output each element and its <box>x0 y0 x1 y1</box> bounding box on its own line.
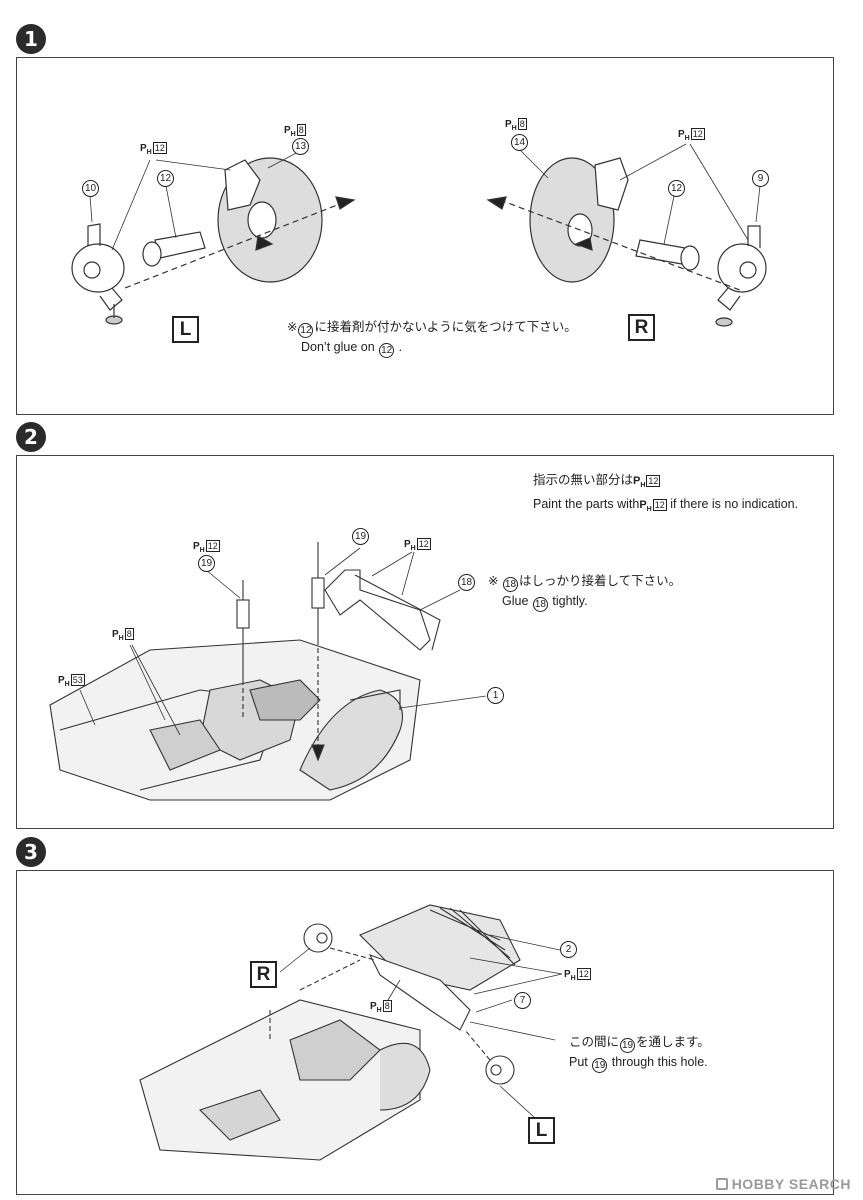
step-1-badge: 1 <box>16 24 46 54</box>
note-jp-pre: この間に <box>569 1035 620 1049</box>
part-18-ref: 18 <box>532 597 548 612</box>
ph-letter: PH <box>633 475 646 490</box>
ph8-number: 8 <box>382 1000 392 1012</box>
ph-letter: P <box>505 119 512 130</box>
part-1-label: 1 <box>487 687 504 704</box>
part-12-label-right: 12 <box>668 180 685 197</box>
left-side-label: L <box>172 316 199 343</box>
ph-letter: P <box>140 143 147 154</box>
paint-note-jp-text: 指示の無い部分は <box>533 473 634 487</box>
right-side-label-step3: R <box>250 961 277 988</box>
ph8-number: 8 <box>124 628 134 640</box>
ph-sub: H <box>684 135 690 142</box>
note-mark: ※ <box>287 320 298 334</box>
part-7-label: 7 <box>514 992 531 1009</box>
ph-letter: P <box>678 129 685 140</box>
ph12-number: 12 <box>690 128 705 140</box>
part-19-label-right: 19 <box>352 528 369 545</box>
paint-note-en-post: if there is no indication. <box>670 497 799 512</box>
part-18-ref: 18 <box>502 577 518 592</box>
ph12-number: 12 <box>652 499 667 512</box>
note-mark: ※ <box>488 574 499 588</box>
part-18-label: 18 <box>458 574 475 591</box>
note-jp-post: を通します。 <box>636 1035 710 1049</box>
ph8-number: 8 <box>296 124 306 136</box>
note-en-post: through this hole. <box>611 1055 708 1069</box>
part-14-label: 14 <box>511 134 528 151</box>
watermark: HOBBY SEARCH <box>715 1176 851 1192</box>
step-1-panel <box>16 57 834 415</box>
part-19-ref: 19 <box>592 1058 608 1073</box>
step-3-note-en: Put 19 through this hole. <box>569 1053 710 1073</box>
part-19-label: 19 <box>198 555 215 572</box>
glue-note-jp-text: はしっかり接着して下さい。 <box>518 574 682 588</box>
part-12-ref: 12 <box>298 323 314 338</box>
part-13-label: 13 <box>292 138 309 155</box>
ph-letter: P <box>284 125 291 136</box>
glue-note-en-pre: Glue <box>502 594 529 608</box>
ph8-number: 8 <box>517 118 527 130</box>
part-12-label: 12 <box>157 170 174 187</box>
step-3-badge: 3 <box>16 837 46 867</box>
watermark-text: HOBBY SEARCH <box>731 1176 851 1192</box>
right-side-label: R <box>628 314 655 341</box>
note-en-pre: Put <box>569 1055 588 1069</box>
step-2-badge: 2 <box>16 422 46 452</box>
ph12-number: 12 <box>646 475 661 487</box>
ph-sub: H <box>511 125 517 132</box>
step-1-note-en: Don’t glue on 12 . <box>301 340 403 358</box>
left-side-label-step3: L <box>528 1117 555 1144</box>
part-2-label: 2 <box>560 941 577 958</box>
ph12-number: 12 <box>205 540 220 552</box>
glue-note-en-post: tightly. <box>552 594 588 608</box>
part-10-label: 10 <box>82 180 99 197</box>
part-19-ref: 19 <box>620 1038 636 1053</box>
ph12-number: 12 <box>576 968 591 980</box>
watermark-logo-icon <box>715 1178 728 1190</box>
note-en-text: Don’t glue on <box>301 340 375 354</box>
note-jp-text: に接着剤が付かないように気をつけて下さい。 <box>314 320 577 334</box>
ph53-number: 53 <box>70 674 85 686</box>
paint-note-en-pre: Paint the parts with <box>533 497 640 512</box>
part-12-ref: 12 <box>379 343 395 358</box>
ph12-number: 12 <box>152 142 167 154</box>
glue-note-en: Glue 18 tightly. <box>488 592 681 612</box>
ph-sub: H <box>290 131 296 138</box>
part-9-label: 9 <box>752 170 769 187</box>
ph12-number: 12 <box>416 538 431 550</box>
ph-sub: H <box>146 149 152 156</box>
